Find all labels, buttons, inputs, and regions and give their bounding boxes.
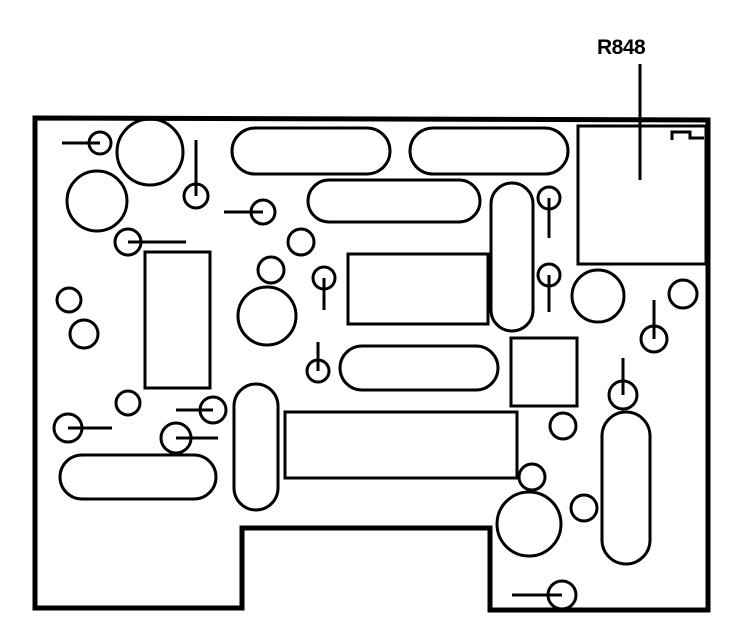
component-capsule <box>408 126 570 176</box>
component-square <box>509 336 579 408</box>
component-ic-center <box>346 252 490 326</box>
component-circle <box>236 285 298 347</box>
component-capsule-vertical <box>600 410 652 566</box>
component-capsule-vertical <box>489 181 535 333</box>
component-capsule <box>306 178 482 224</box>
component-notch <box>670 130 704 140</box>
component-circle <box>115 117 185 187</box>
component-block-top-right <box>576 124 708 266</box>
component-circle <box>548 411 578 441</box>
component-circle <box>68 318 100 350</box>
component-ic-left <box>143 250 212 390</box>
component-circle <box>569 493 599 523</box>
component-capsule-vertical <box>232 382 280 512</box>
component-circle <box>667 278 699 310</box>
callout-label-r848: R848 <box>597 36 646 59</box>
component-capsule <box>230 126 392 176</box>
component-circle <box>256 255 286 285</box>
component-circle <box>286 227 316 257</box>
component-circle <box>517 462 547 492</box>
component-circle <box>570 268 626 324</box>
component-circle <box>114 389 142 417</box>
component-circle <box>495 490 563 558</box>
component-capsule <box>338 344 500 392</box>
component-ic-bottom <box>283 410 519 480</box>
component-circle <box>65 169 129 233</box>
component-capsule <box>58 453 218 501</box>
component-circle <box>55 286 83 314</box>
board-outline <box>32 115 711 613</box>
